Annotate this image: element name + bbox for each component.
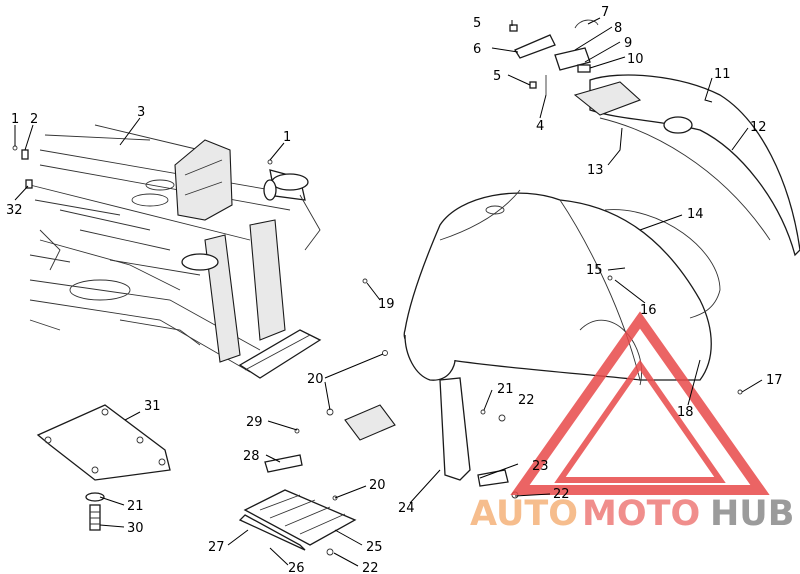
callout-21-right: 21 bbox=[497, 382, 514, 397]
callout-31: 31 bbox=[144, 399, 161, 414]
callout-4: 4 bbox=[536, 119, 544, 134]
callout-13: 13 bbox=[587, 163, 604, 178]
watermark-word-hub: HUB bbox=[710, 494, 794, 534]
callout-29: 29 bbox=[246, 415, 263, 430]
callout-9: 9 bbox=[624, 36, 632, 51]
callout-6: 6 bbox=[473, 42, 481, 57]
callout-19: 19 bbox=[378, 297, 395, 312]
callout-21-left: 21 bbox=[127, 499, 144, 514]
callout-32: 32 bbox=[6, 203, 23, 218]
frame-assembly bbox=[29, 124, 322, 379]
callout-22-bottom: 22 bbox=[362, 561, 379, 574]
callout-22-right: 22 bbox=[518, 393, 535, 408]
watermark-word-moto: MOTO bbox=[582, 494, 700, 534]
plate-23 bbox=[477, 469, 509, 487]
callout-24: 24 bbox=[398, 501, 415, 516]
footboard bbox=[238, 489, 357, 551]
callout-14: 14 bbox=[687, 207, 704, 222]
mud-flap bbox=[439, 377, 471, 481]
taillight-bracket bbox=[509, 19, 599, 95]
leader-lines bbox=[14, 17, 763, 567]
callout-22-plate: 22 bbox=[553, 487, 570, 502]
callout-23: 23 bbox=[532, 459, 549, 474]
callout-1-left: 1 bbox=[11, 112, 19, 127]
watermark-logo: AUTO MOTO HUB bbox=[470, 311, 794, 534]
callout-30: 30 bbox=[127, 521, 144, 536]
watermark-word-auto: AUTO bbox=[470, 494, 578, 534]
footrest-bracket bbox=[264, 404, 396, 473]
callout-10: 10 bbox=[627, 52, 644, 67]
callout-20-lower: 20 bbox=[369, 478, 386, 493]
callout-17: 17 bbox=[766, 373, 783, 388]
skid-plate bbox=[36, 404, 171, 481]
front-fender bbox=[573, 74, 800, 257]
callout-28: 28 bbox=[243, 449, 260, 464]
callout-25: 25 bbox=[366, 540, 383, 555]
callout-5-lower: 5 bbox=[493, 69, 501, 84]
fender-body bbox=[403, 189, 721, 386]
callout-16: 16 bbox=[640, 303, 657, 318]
callout-20-upper: 20 bbox=[307, 372, 324, 387]
callout-18: 18 bbox=[677, 405, 694, 420]
bolt-30 bbox=[85, 492, 105, 531]
callout-3: 3 bbox=[137, 105, 145, 120]
callout-5-top: 5 bbox=[473, 16, 481, 31]
callout-15: 15 bbox=[586, 263, 603, 278]
callout-11: 11 bbox=[714, 67, 731, 82]
callout-8: 8 bbox=[614, 21, 622, 36]
callout-7: 7 bbox=[601, 5, 609, 20]
callout-labels: 1 2 3 1 32 5 6 5 4 7 8 9 10 11 12 13 14 … bbox=[6, 5, 783, 574]
callout-27: 27 bbox=[208, 540, 225, 555]
callout-26: 26 bbox=[288, 561, 305, 574]
callout-12: 12 bbox=[750, 120, 767, 135]
callout-1-frame: 1 bbox=[283, 130, 291, 145]
callout-2: 2 bbox=[30, 112, 38, 127]
